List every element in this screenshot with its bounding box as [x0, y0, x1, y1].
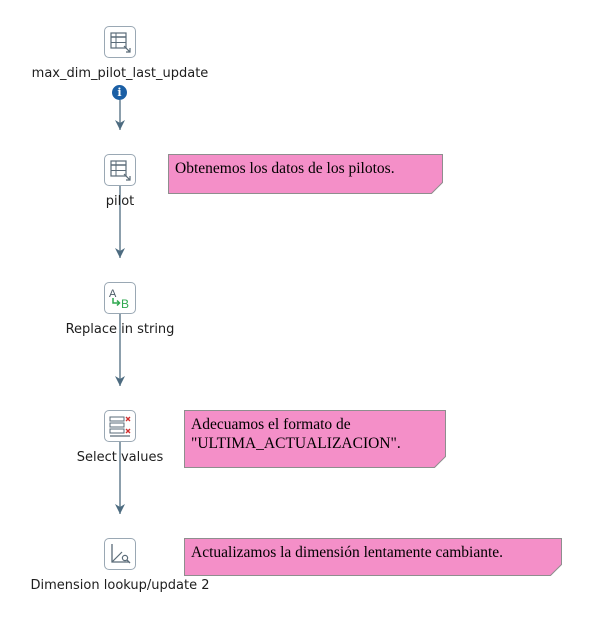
replace-in-string-icon[interactable]: A B [104, 282, 136, 314]
note-obtenemos[interactable]: Obtenemos los datos de los pilotos. [168, 154, 443, 194]
info-icon[interactable]: i [112, 85, 127, 100]
table-input-icon[interactable] [104, 154, 136, 186]
step-label: Replace in string [65, 322, 175, 337]
note-fold-corner [431, 182, 443, 194]
note-fold-corner [434, 456, 446, 468]
note-actualizamos[interactable]: Actualizamos la dimensión lentamente cam… [184, 538, 562, 576]
svg-text:A: A [109, 288, 117, 300]
dimension-lookup-icon[interactable] [104, 538, 136, 570]
note-text: Actualizamos la dimensión lentamente cam… [191, 544, 504, 561]
step-label: pilot [105, 194, 135, 209]
svg-text:B: B [121, 297, 129, 311]
note-text: Obtenemos los datos de los pilotos. [175, 160, 395, 177]
step-label: Select values [76, 450, 164, 465]
note-fold-corner [550, 564, 562, 576]
step-label: max_dim_pilot_last_update [31, 66, 209, 81]
select-values-icon[interactable] [104, 410, 136, 442]
table-input-icon[interactable] [104, 26, 136, 58]
note-text: Adecuamos el formato de "ULTIMA_ACTUALIZ… [191, 416, 401, 452]
note-adecuamos[interactable]: Adecuamos el formato de "ULTIMA_ACTUALIZ… [184, 410, 446, 468]
step-label: Dimension lookup/update 2 [30, 578, 210, 593]
